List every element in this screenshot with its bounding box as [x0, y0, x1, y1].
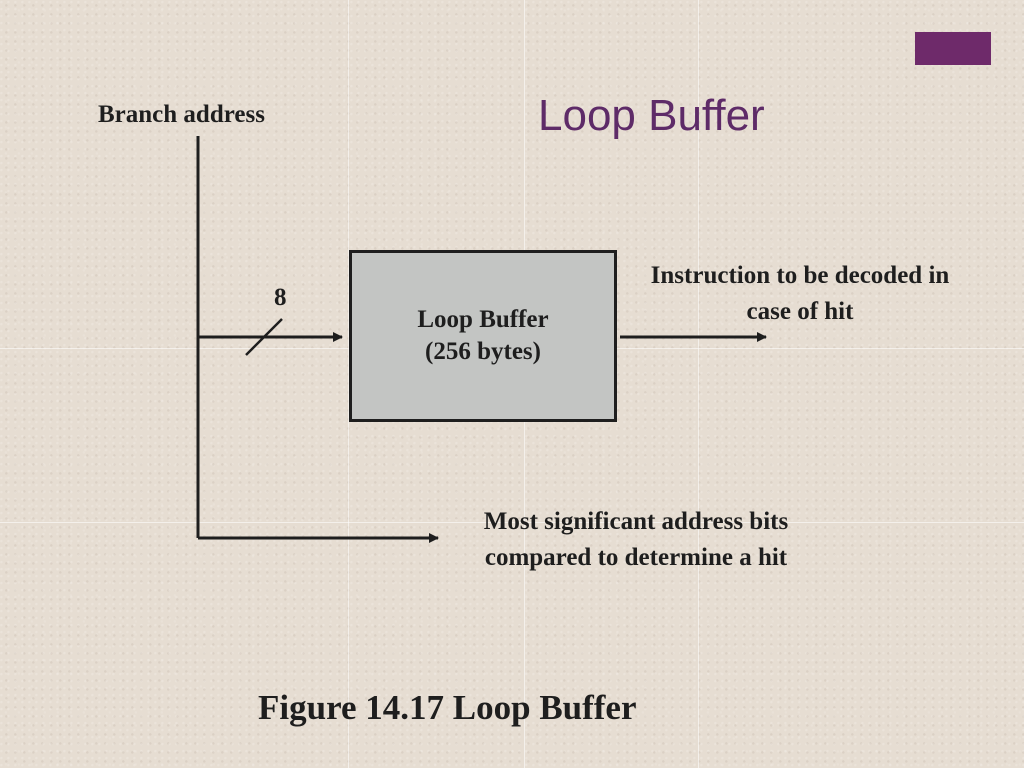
accent-block — [915, 32, 991, 65]
loop-buffer-block: Loop Buffer (256 bytes) — [349, 250, 617, 422]
bus-width-label: 8 — [274, 284, 287, 311]
branch-address-label: Branch address — [98, 101, 265, 128]
slide-title: Loop Buffer — [538, 91, 765, 140]
output-label: Instruction to be decoded in case of hit — [650, 262, 950, 325]
compare-label: Most significant address bits compared t… — [483, 508, 789, 571]
figure-caption: Figure 14.17 Loop Buffer — [258, 688, 637, 727]
bus-width-slash — [245, 318, 283, 356]
grid-line — [348, 0, 349, 768]
grid-line — [698, 0, 699, 768]
loop-buffer-block-size: (256 bytes) — [425, 338, 541, 365]
loop-buffer-block-name: Loop Buffer — [417, 306, 549, 333]
grid-line — [0, 522, 1024, 523]
